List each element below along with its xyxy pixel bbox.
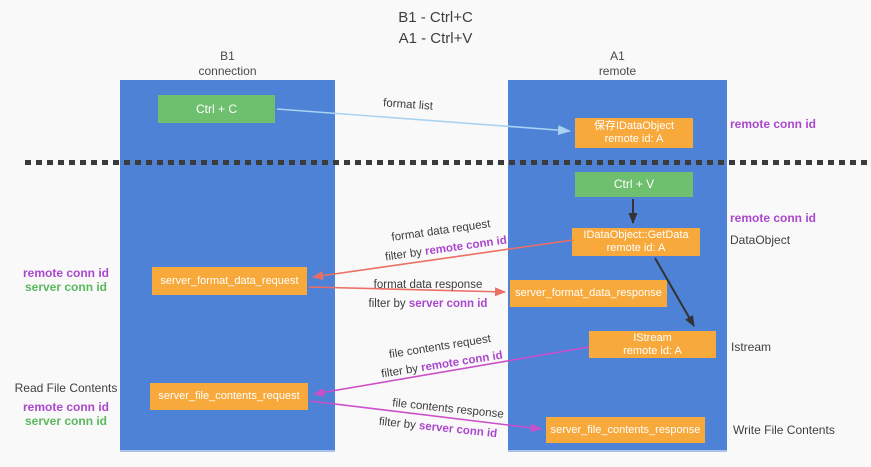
server-conn-id-text: server conn id	[408, 298, 488, 310]
node-istream-line2: remote id: A	[623, 344, 682, 357]
annotation-left-remote-conn-2: remote conn id	[22, 400, 109, 414]
annotation-read-file-contents: Read File Contents	[14, 381, 118, 395]
arrow-format-data-response	[308, 286, 506, 297]
column-b1-sub: connection	[198, 64, 257, 78]
node-server-file-contents-response: server_file_contents_response	[546, 417, 705, 443]
node-idataobject-getdata: IDataObject::GetData remote id: A	[572, 228, 700, 256]
edge-label-format-data-response: format data response	[373, 279, 483, 291]
node-fmt-response-label: server_format_data_response	[515, 287, 662, 299]
node-ctrl-c-label: Ctrl + C	[195, 101, 237, 116]
node-save-idataobject: 保存IDataObject remote id: A	[575, 118, 693, 148]
arrow-getdata-to-istream	[654, 257, 695, 327]
annotation-left-remote-conn-1: remote conn id	[22, 266, 109, 280]
annotation-write-file-contents: Write File Contents	[733, 423, 835, 437]
node-server-format-data-request: server_format_data_request	[152, 267, 307, 295]
arrow-format-data-request	[312, 239, 574, 281]
node-fmt-request-label: server_format_data_request	[160, 274, 299, 287]
diagram-title: B1 - Ctrl+C A1 - Ctrl+V	[0, 7, 871, 49]
node-save-idataobject-line2: remote id: A	[604, 133, 664, 145]
column-a1-name: A1	[610, 49, 625, 63]
annotation-left-server-conn-2: server conn id	[24, 414, 108, 428]
annotation-remote-conn-id-top: remote conn id	[730, 117, 817, 131]
node-ctrl-c: Ctrl + C	[158, 95, 275, 123]
title-line-2: A1 - Ctrl+V	[398, 30, 473, 47]
dashed-separator	[25, 160, 871, 165]
node-ctrl-v: Ctrl + V	[575, 172, 693, 197]
column-a1-sub: remote	[598, 64, 637, 78]
annotation-remote-conn-id-mid: remote conn id	[730, 211, 817, 225]
column-header-a1: A1 remote	[508, 49, 727, 79]
node-istream-line1: IStream	[633, 331, 672, 344]
node-server-format-data-response: server_format_data_response	[510, 280, 667, 307]
annotation-left-server-conn-1: server conn id	[24, 280, 108, 294]
node-file-response-label: server_file_contents_response	[550, 423, 701, 436]
title-line-1: B1 - Ctrl+C	[398, 9, 473, 26]
edge-label-filter-server-1: filter by server conn id	[369, 298, 488, 310]
annotation-istream: Istream	[731, 340, 772, 354]
column-header-b1: B1 connection	[120, 49, 335, 79]
column-b1-name: B1	[220, 49, 235, 63]
arrow-format-list	[276, 108, 571, 136]
annotation-dataobject: DataObject	[730, 233, 791, 247]
node-getdata-line1: IDataObject::GetData	[583, 229, 689, 241]
filter-by-text: filter by	[368, 298, 409, 310]
node-ctrl-v-label: Ctrl + V	[613, 177, 655, 191]
node-istream: IStream remote id: A	[589, 331, 716, 358]
node-save-idataobject-line1: 保存IDataObject	[593, 120, 675, 132]
node-file-request-label: server_file_contents_request	[158, 390, 300, 402]
arrow-file-contents-request	[313, 346, 590, 397]
node-server-file-contents-request: server_file_contents_request	[150, 383, 308, 410]
arrow-file-contents-response	[309, 400, 542, 433]
node-getdata-line2: remote id: A	[606, 242, 666, 254]
